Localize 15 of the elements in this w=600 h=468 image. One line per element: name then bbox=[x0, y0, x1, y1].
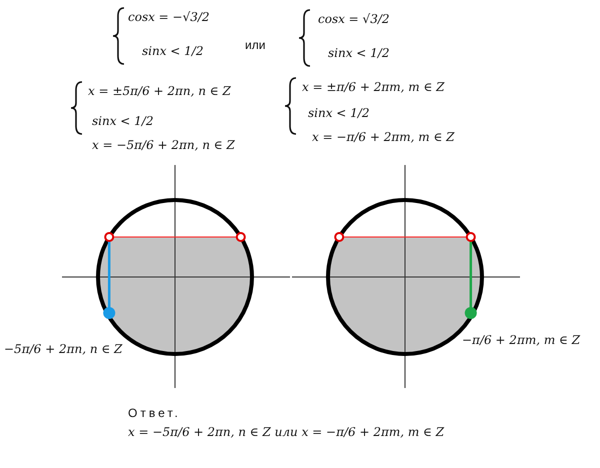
solution-formula: x = −5π/6 + 2πn, n ∈ Z bbox=[92, 138, 235, 152]
conjunction: или bbox=[245, 38, 266, 52]
inequality: sinx < 1/2 bbox=[92, 114, 154, 128]
inequality: sinx < 1/2 bbox=[142, 44, 204, 58]
equation: cosx = −√3/2 bbox=[128, 10, 210, 24]
inequality: sinx < 1/2 bbox=[308, 106, 370, 120]
point-label: −5π/6 + 2πn, n ∈ Z bbox=[4, 342, 122, 356]
answer-formula: x = −5π/6 + 2πn, n ∈ Z или x = −π/6 + 2πm, m ∈ Z bbox=[128, 425, 444, 439]
point-label: −π/6 + 2πm, m ∈ Z bbox=[462, 333, 580, 347]
inequality: sinx < 1/2 bbox=[328, 46, 390, 60]
equation: cosx = √3/2 bbox=[318, 12, 390, 26]
solution-formula: x = ±5π/6 + 2πn, n ∈ Z bbox=[88, 84, 231, 98]
solution-formula: x = ±π/6 + 2πm, m ∈ Z bbox=[302, 80, 445, 94]
solution-formula: x = −π/6 + 2πm, m ∈ Z bbox=[312, 130, 455, 144]
answer-heading: Ответ. bbox=[128, 406, 181, 420]
